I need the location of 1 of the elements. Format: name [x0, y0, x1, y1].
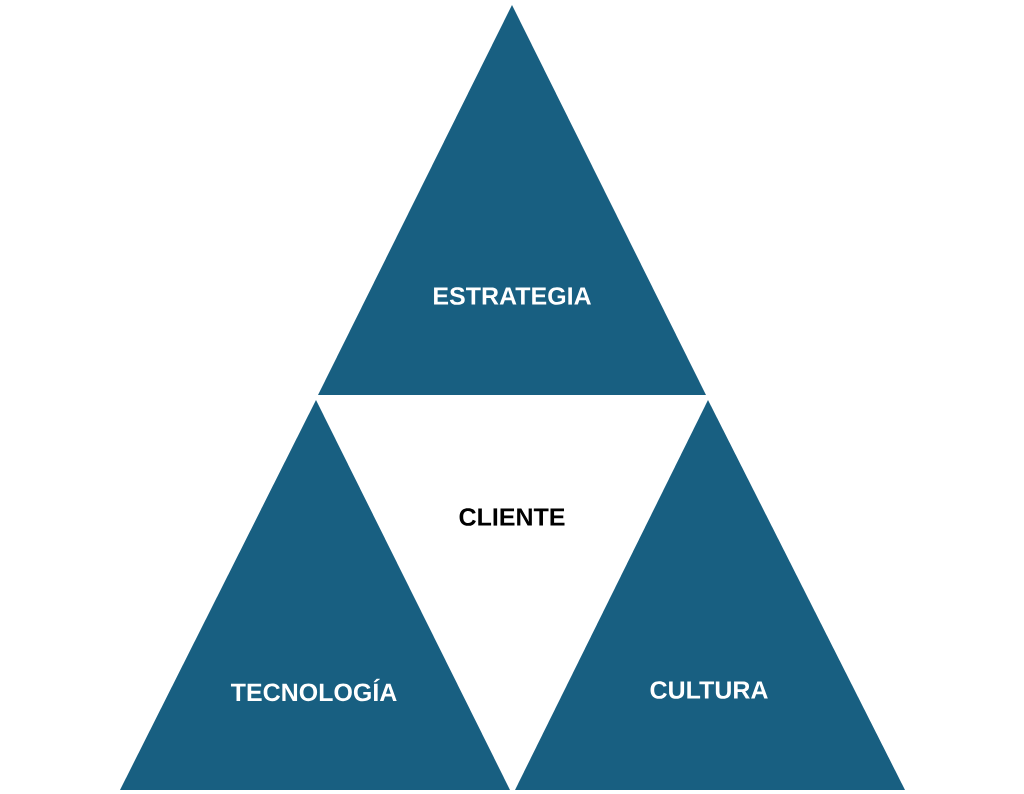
triangle: ESTRATEGIA	[318, 5, 706, 395]
